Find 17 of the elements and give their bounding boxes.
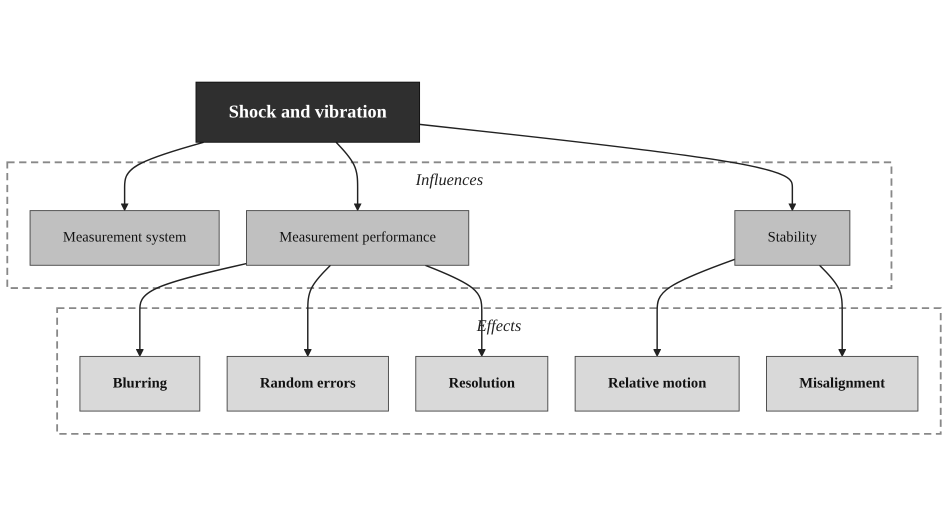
node-box: Measurement performance [246, 210, 470, 266]
arrow [304, 264, 331, 357]
arrow [653, 258, 736, 357]
arrow [425, 264, 486, 357]
arrow [120, 142, 204, 211]
arrow [136, 262, 247, 357]
node-box: Measurement system [30, 210, 220, 266]
node-box: Shock and vibration [196, 82, 420, 143]
node-box: Stability [734, 210, 850, 266]
arrow [420, 124, 796, 211]
node-box: Random errors [226, 356, 389, 412]
node-box: Resolution [415, 356, 548, 412]
node-box: Blurring [79, 356, 200, 412]
node-box: Relative motion [574, 356, 740, 412]
node-box: Misalignment [766, 356, 918, 412]
arrow [819, 264, 846, 357]
arrow [336, 142, 362, 211]
